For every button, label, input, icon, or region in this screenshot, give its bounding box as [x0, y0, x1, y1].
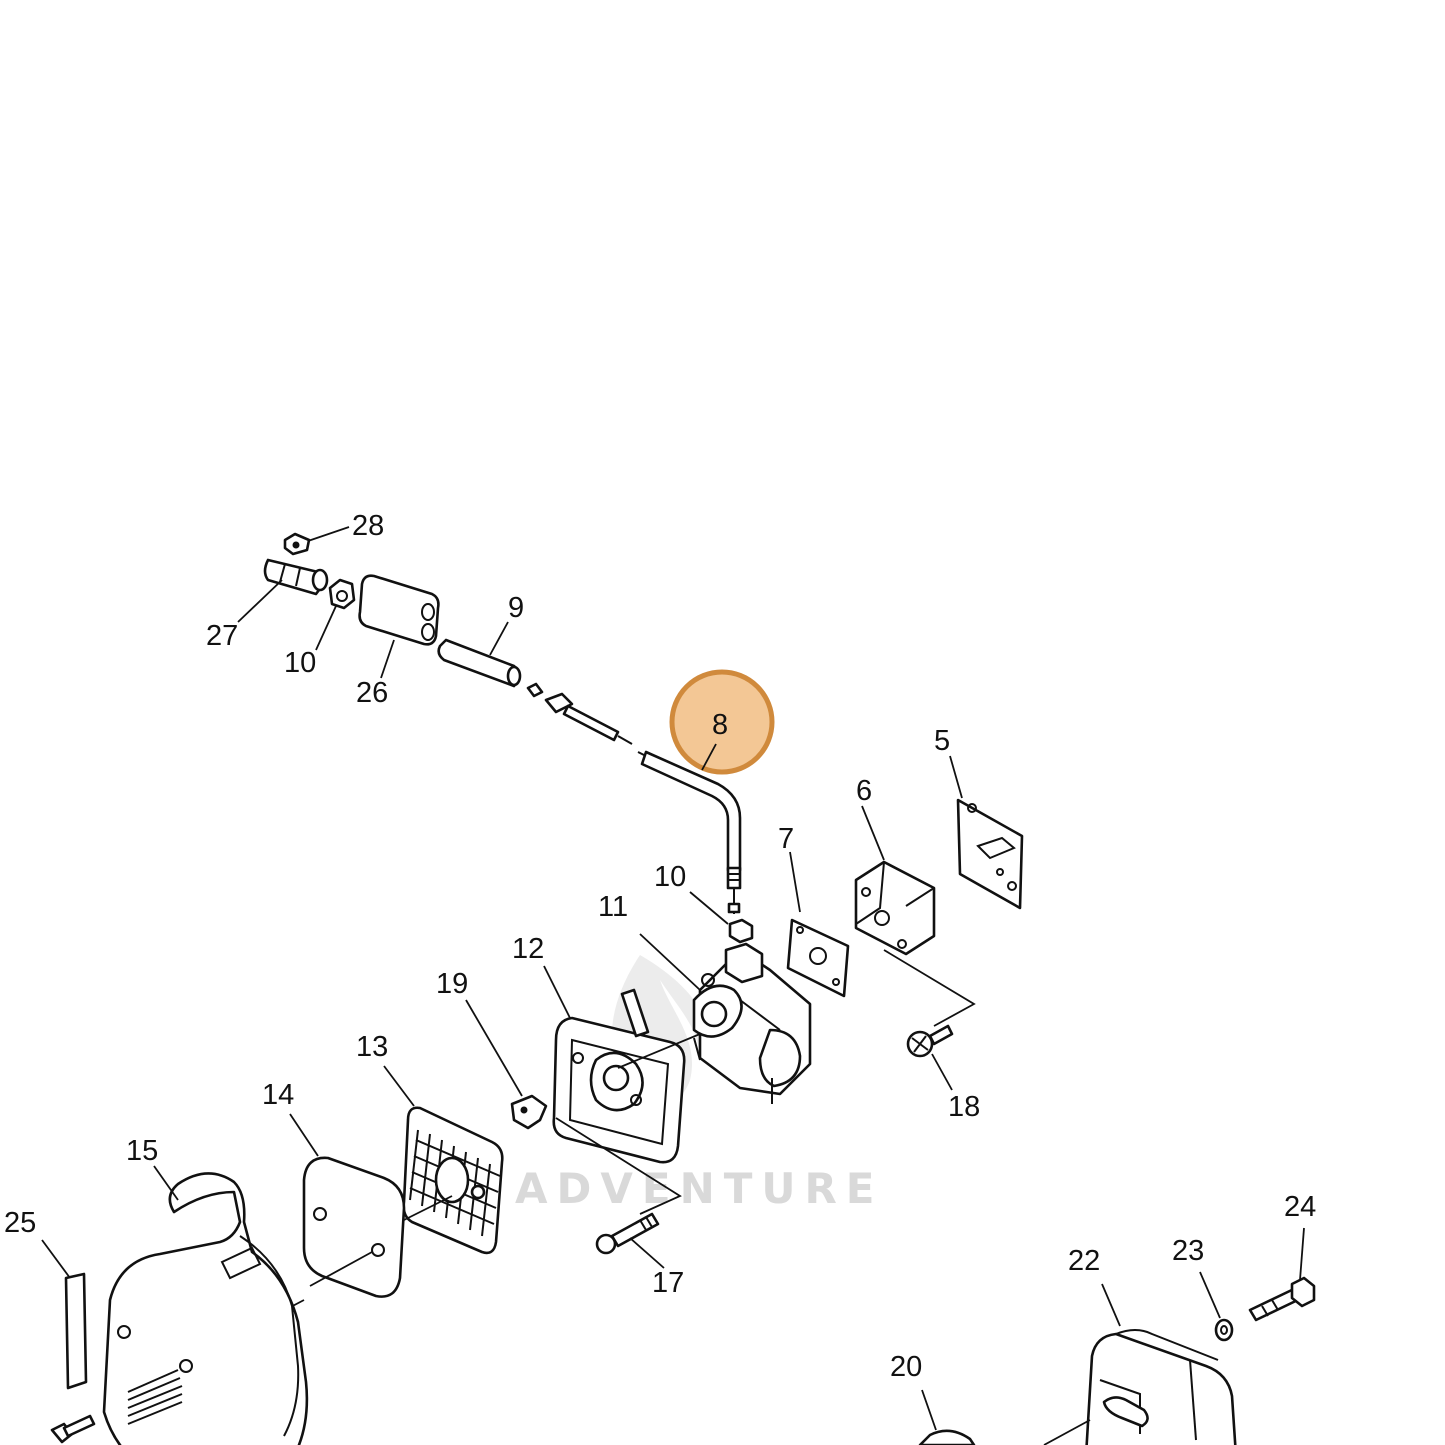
leader-20	[921, 1389, 937, 1431]
label-11: 11	[598, 891, 628, 923]
label-22: 22	[1068, 1245, 1100, 1277]
label-10-top: 10	[284, 647, 316, 679]
label-14: 14	[262, 1079, 294, 1111]
part-9-tube[interactable]	[437, 638, 522, 688]
highlight-ring	[669, 669, 775, 775]
part-15-cover[interactable]	[102, 1172, 309, 1445]
part-8-throttle-cable[interactable]	[526, 682, 742, 914]
label-20: 20	[890, 1351, 922, 1383]
assembly-lines	[189, 949, 976, 1361]
part-13-air-filter[interactable]	[402, 1106, 504, 1255]
label-17: 17	[652, 1267, 684, 1299]
leader-11	[639, 933, 701, 991]
part-28-clip[interactable]	[283, 532, 311, 556]
part-10-nut-top[interactable]	[328, 578, 356, 610]
leader-27	[237, 579, 283, 623]
leader-6	[861, 805, 885, 861]
leader-8	[701, 743, 717, 771]
label-28: 28	[352, 510, 384, 542]
part-27-connector[interactable]	[263, 558, 329, 596]
leader-26	[380, 639, 395, 679]
leader-10-bottom	[689, 891, 729, 925]
watermark-text: ADVENTURE	[515, 1164, 884, 1213]
part-23-washer[interactable]	[1214, 1318, 1234, 1342]
label-13: 13	[356, 1031, 388, 1063]
leader-muffler-assembly	[1043, 1419, 1091, 1445]
leader-9	[489, 621, 509, 656]
leader-15	[153, 1165, 179, 1201]
label-18: 18	[948, 1091, 980, 1123]
part-24-bolt[interactable]	[1248, 1276, 1316, 1322]
part-26-sleeve[interactable]	[358, 574, 440, 646]
part-7-gasket[interactable]	[786, 918, 850, 998]
leader-24	[1299, 1227, 1305, 1281]
leader-5	[949, 755, 963, 799]
part-6-insulator[interactable]	[854, 860, 936, 956]
part-22-muffler[interactable]	[1085, 1329, 1237, 1445]
leader-7	[789, 851, 801, 913]
label-25: 25	[4, 1207, 36, 1239]
leader-18	[931, 1053, 953, 1091]
part-17-screw[interactable]	[595, 1212, 660, 1255]
part-5-gasket[interactable]	[956, 798, 1024, 910]
leader-28	[307, 526, 350, 542]
label-9: 9	[508, 592, 524, 624]
part-14-filter-element[interactable]	[302, 1156, 406, 1298]
part-11-carburetor[interactable]	[692, 942, 812, 1104]
leader-19	[465, 999, 523, 1097]
label-24: 24	[1284, 1191, 1316, 1223]
leader-10-top	[315, 605, 337, 651]
label-23: 23	[1172, 1235, 1204, 1267]
label-7: 7	[778, 823, 794, 855]
part-19-choke-plate[interactable]	[510, 1094, 548, 1130]
callout-labels: 28 27 10 26 9 5 6 7 10 11 12 19 13 14 15…	[4, 510, 1316, 1383]
label-6: 6	[856, 775, 872, 807]
leader-14	[289, 1113, 319, 1157]
leader-23	[1199, 1271, 1221, 1319]
part-20-spark-arrestor[interactable]	[918, 1429, 976, 1445]
label-10-bottom: 10	[654, 861, 686, 893]
label-8: 8	[712, 709, 728, 741]
label-15: 15	[126, 1135, 158, 1167]
screw-bottom-left[interactable]	[50, 1414, 96, 1444]
part-10-nut-bottom[interactable]	[728, 918, 754, 944]
label-27: 27	[206, 620, 238, 652]
leader-12	[543, 965, 571, 1019]
leader-13	[383, 1065, 415, 1107]
leader-25	[41, 1239, 71, 1279]
label-19: 19	[436, 968, 468, 1000]
leader-22	[1101, 1283, 1121, 1327]
highlight-part-8[interactable]: 8	[669, 669, 775, 775]
label-12: 12	[512, 933, 544, 965]
leader-17	[629, 1237, 665, 1269]
part-25-label-strip[interactable]	[64, 1272, 88, 1390]
label-5: 5	[934, 725, 950, 757]
part-18-screw[interactable]	[906, 1024, 954, 1058]
label-26: 26	[356, 677, 388, 709]
